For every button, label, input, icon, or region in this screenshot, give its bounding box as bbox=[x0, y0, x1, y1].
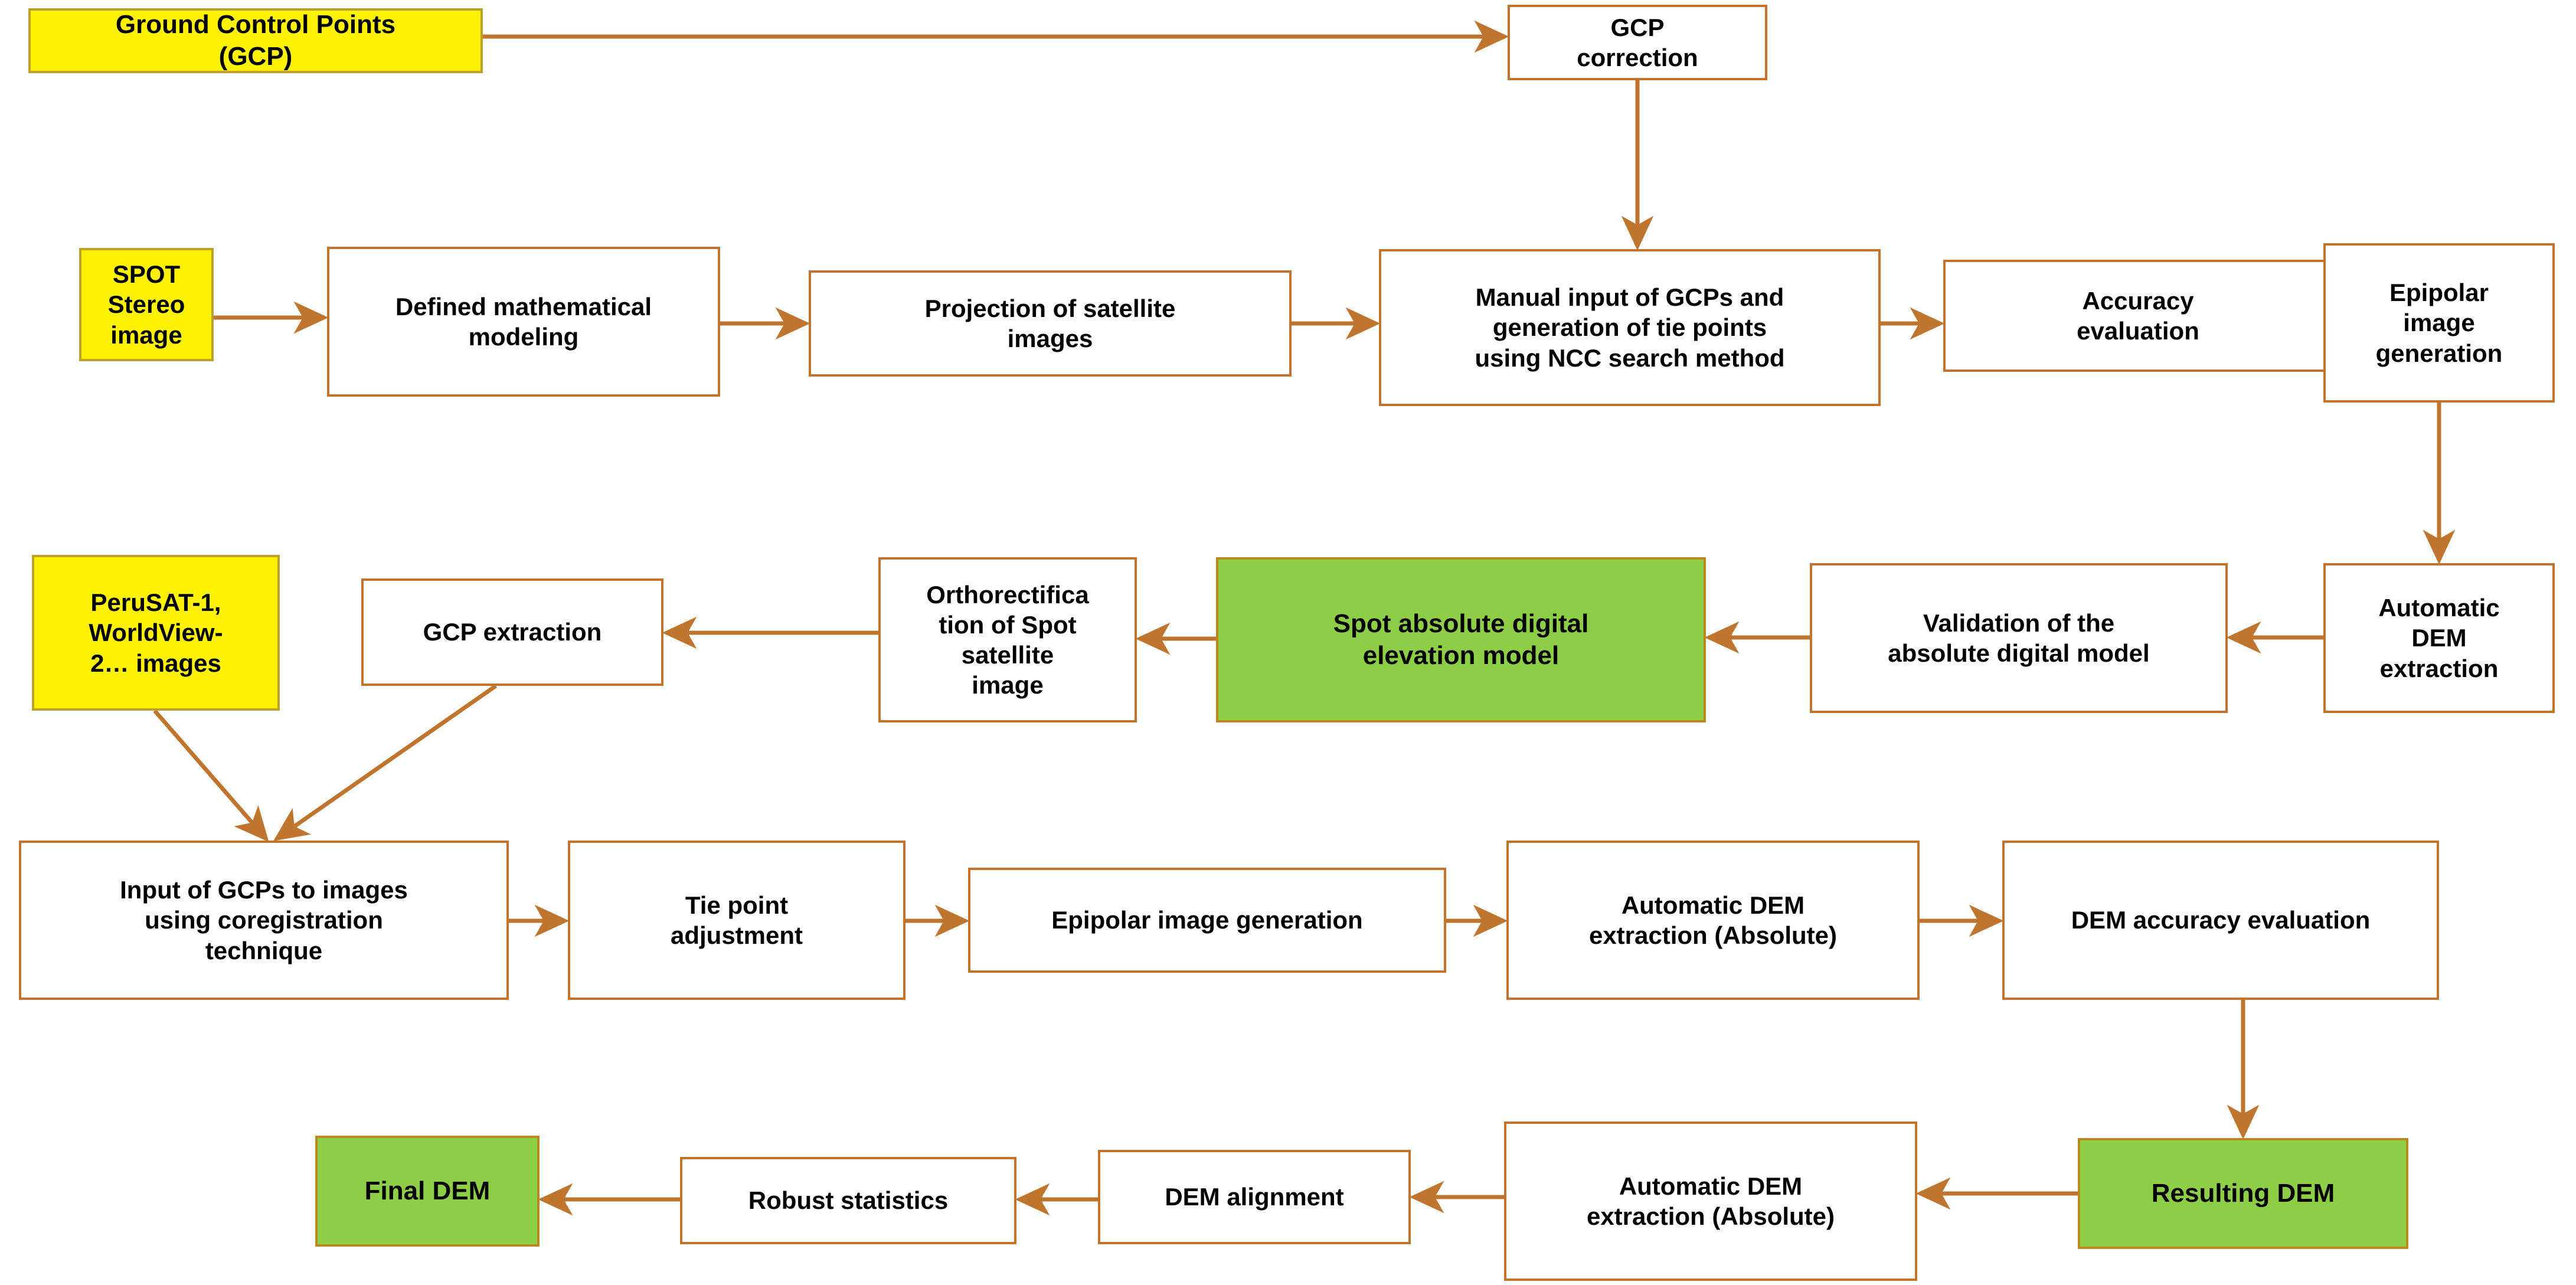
node-manual_gcp[interactable]: Manual input of GCPs and generation of t… bbox=[1379, 249, 1881, 406]
node-label-epipolar_gen_1: Epipolar image generation bbox=[2375, 279, 2503, 367]
node-label-auto_dem_extr: Automatic DEM extraction bbox=[2378, 594, 2500, 682]
node-label-final_dem: Final DEM bbox=[364, 1176, 491, 1206]
node-label-math_model: Defined mathematical modeling bbox=[395, 292, 652, 351]
node-perusat[interactable]: PeruSAT-1, WorldView- 2… images bbox=[32, 555, 280, 711]
node-label-validation: Validation of the absolute digital model bbox=[1888, 609, 2150, 667]
node-auto_dem_extr[interactable]: Automatic DEM extraction bbox=[2323, 563, 2555, 713]
node-dem_acc_eval[interactable]: DEM accuracy evaluation bbox=[2002, 841, 2439, 1000]
node-tie_point_adj[interactable]: Tie point adjustment bbox=[568, 841, 905, 1000]
node-label-dem_acc_eval: DEM accuracy evaluation bbox=[2071, 906, 2371, 934]
node-label-gcp: Ground Control Points (GCP) bbox=[115, 10, 396, 71]
node-label-gcp_extraction: GCP extraction bbox=[423, 618, 602, 646]
node-accuracy_eval[interactable]: Accuracy evaluation bbox=[1943, 260, 2333, 372]
node-projection[interactable]: Projection of satellite images bbox=[809, 270, 1292, 377]
node-robust_stats[interactable]: Robust statistics bbox=[680, 1157, 1016, 1244]
node-label-resulting_dem: Resulting DEM bbox=[2151, 1179, 2335, 1208]
node-input_gcp_coreg[interactable]: Input of GCPs to images using coregistra… bbox=[19, 841, 509, 1000]
node-orthorect[interactable]: Orthorectifica tion of Spot satellite im… bbox=[878, 557, 1137, 722]
node-epipolar_gen_2[interactable]: Epipolar image generation bbox=[968, 868, 1446, 973]
node-gcp_correction[interactable]: GCP correction bbox=[1508, 5, 1767, 80]
node-validation[interactable]: Validation of the absolute digital model bbox=[1810, 563, 2228, 713]
node-dem_alignment[interactable]: DEM alignment bbox=[1098, 1150, 1411, 1244]
node-final_dem[interactable]: Final DEM bbox=[315, 1136, 540, 1247]
connector-gcp_extraction-to-input_gcp_coreg bbox=[273, 684, 498, 841]
node-label-tie_point_adj: Tie point adjustment bbox=[670, 891, 803, 949]
node-spot_abs_dem[interactable]: Spot absolute digital elevation model bbox=[1216, 557, 1706, 722]
node-gcp_extraction[interactable]: GCP extraction bbox=[361, 578, 663, 686]
node-gcp[interactable]: Ground Control Points (GCP) bbox=[28, 8, 483, 73]
node-epipolar_gen_1[interactable]: Epipolar image generation bbox=[2323, 243, 2555, 403]
node-label-manual_gcp: Manual input of GCPs and generation of t… bbox=[1475, 283, 1785, 372]
node-auto_dem_abs_1[interactable]: Automatic DEM extraction (Absolute) bbox=[1506, 841, 1920, 1000]
node-label-perusat: PeruSAT-1, WorldView- 2… images bbox=[89, 588, 223, 677]
node-label-spot_stereo: SPOT Stereo image bbox=[107, 260, 185, 349]
node-label-gcp_correction: GCP correction bbox=[1577, 13, 1698, 71]
node-label-projection: Projection of satellite images bbox=[924, 294, 1176, 352]
node-resulting_dem[interactable]: Resulting DEM bbox=[2078, 1138, 2408, 1249]
node-spot_stereo[interactable]: SPOT Stereo image bbox=[79, 248, 214, 361]
node-label-robust_stats: Robust statistics bbox=[748, 1186, 949, 1215]
node-math_model[interactable]: Defined mathematical modeling bbox=[327, 247, 720, 397]
node-label-input_gcp_coreg: Input of GCPs to images using coregistra… bbox=[120, 876, 408, 964]
node-label-epipolar_gen_2: Epipolar image generation bbox=[1051, 906, 1363, 934]
node-auto_dem_abs_2[interactable]: Automatic DEM extraction (Absolute) bbox=[1504, 1121, 1917, 1281]
node-label-orthorect: Orthorectifica tion of Spot satellite im… bbox=[926, 580, 1089, 699]
node-label-accuracy_eval: Accuracy evaluation bbox=[2077, 286, 2199, 345]
node-label-auto_dem_abs_1: Automatic DEM extraction (Absolute) bbox=[1588, 891, 1838, 949]
node-label-dem_alignment: DEM alignment bbox=[1165, 1183, 1344, 1211]
node-label-auto_dem_abs_2: Automatic DEM extraction (Absolute) bbox=[1586, 1172, 1835, 1230]
node-label-spot_abs_dem: Spot absolute digital elevation model bbox=[1333, 609, 1589, 670]
connector-perusat-to-input_gcp_coreg bbox=[153, 709, 269, 842]
